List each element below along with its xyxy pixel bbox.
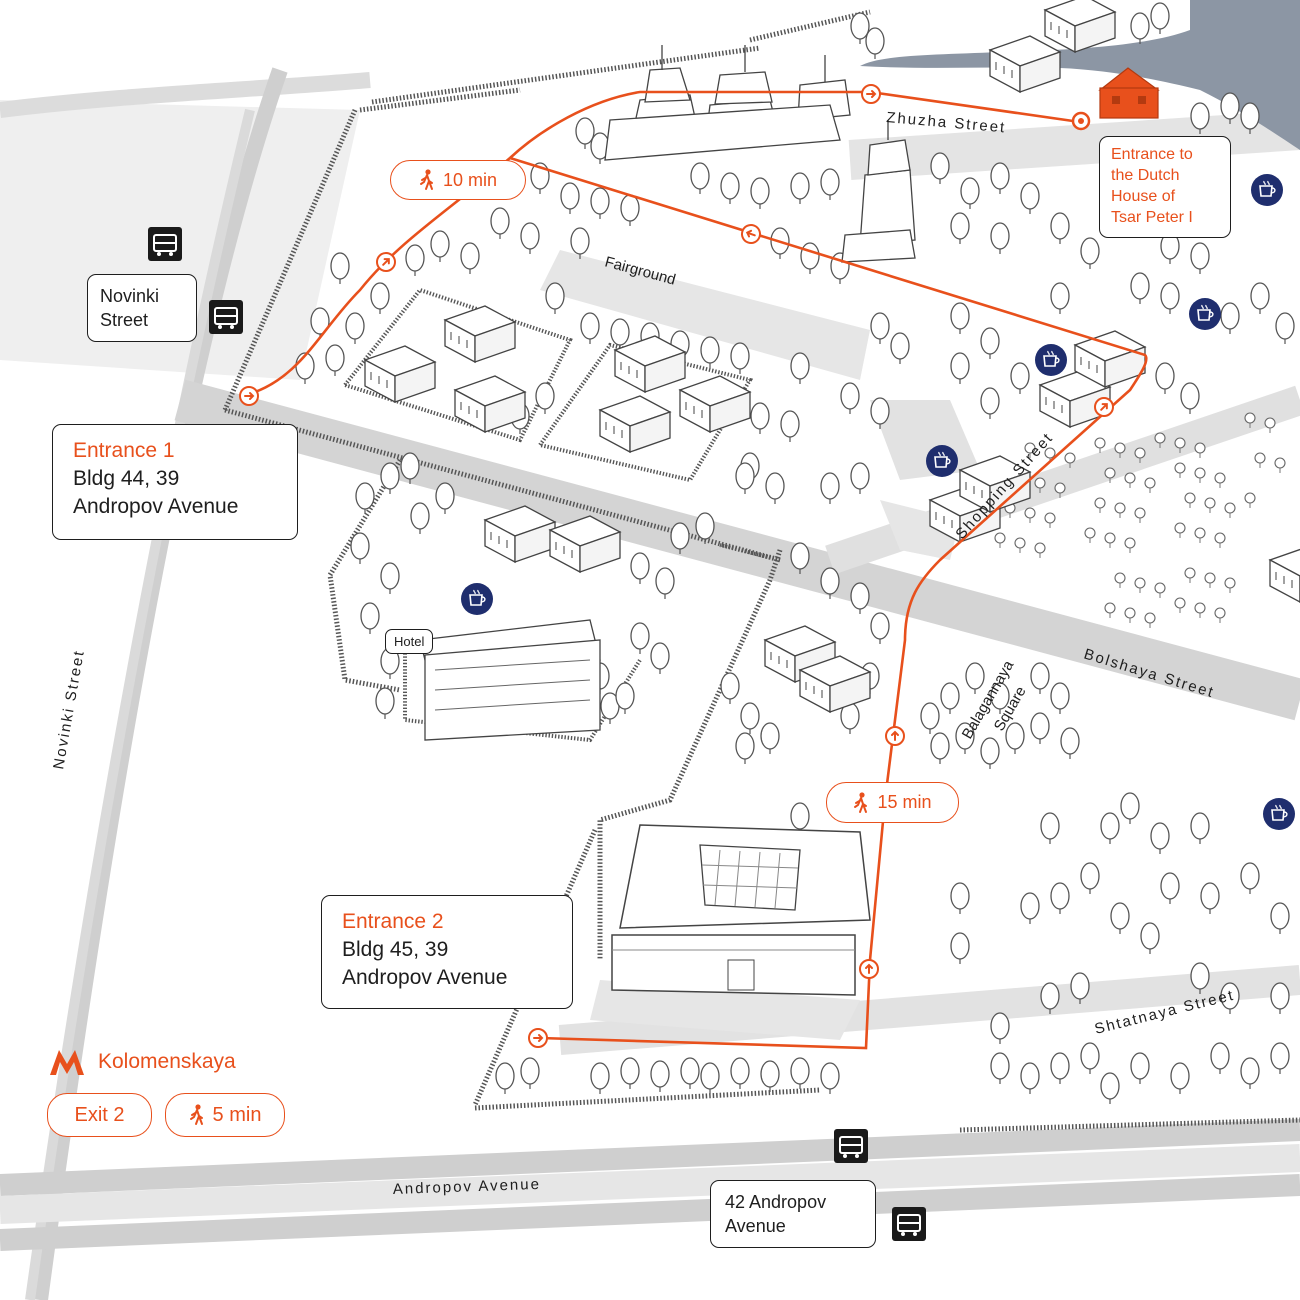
- andropov-stop-line-2: Avenue: [725, 1216, 786, 1236]
- metro-exit-label: Exit 2: [74, 1103, 125, 1126]
- entrance-1-street: Andropov Avenue: [73, 495, 239, 518]
- dutch-house-icon: [1098, 67, 1160, 119]
- walk-time-10-min-label: 10 min: [442, 169, 498, 190]
- cafe-icon[interactable]: [926, 445, 958, 477]
- bus-stop-icon[interactable]: [209, 300, 243, 334]
- route-arrow-icon: [859, 959, 879, 979]
- route-arrow-icon: [239, 386, 259, 406]
- entrance-2-address: Bldg 45, 39: [342, 938, 449, 961]
- dutch-house-line-4: Tsar Peter I: [1111, 209, 1193, 226]
- metro-m-icon: [50, 1050, 84, 1075]
- andropov-stop-line-1: 42 Andropov: [725, 1192, 827, 1212]
- metro-walk-time-label: 5 min: [212, 1103, 262, 1126]
- walking-route: [245, 90, 1148, 1050]
- andropov-bus-stop-callout[interactable]: 42 Andropov Avenue: [710, 1180, 876, 1248]
- route-arrow-icon: [861, 84, 881, 104]
- cafe-icon[interactable]: [1263, 798, 1295, 830]
- route-arrow-icon: [885, 726, 905, 746]
- entrance-2-title: Entrance 2: [342, 910, 444, 933]
- entrance-1-title: Entrance 1: [73, 439, 175, 462]
- metro-station: Kolomenskaya: [48, 1047, 236, 1077]
- novinki-stop-line-2: Street: [100, 310, 149, 330]
- pedestrian-icon: [189, 1104, 203, 1125]
- cafe-icon[interactable]: [1251, 174, 1283, 206]
- walk-time-15-min[interactable]: 15 min: [826, 782, 959, 823]
- hotel-label: Hotel: [385, 629, 434, 654]
- cafe-icon[interactable]: [1035, 344, 1067, 376]
- pedestrian-icon: [419, 169, 433, 190]
- entrance-2-street: Andropov Avenue: [342, 966, 508, 989]
- dutch-house-line-1: Entrance to: [1111, 146, 1193, 163]
- bus-stop-icon[interactable]: [148, 227, 182, 261]
- fences: [222, 9, 1300, 1133]
- entrance-1-address: Bldg 44, 39: [73, 467, 180, 490]
- novinki-bus-stop-callout[interactable]: Novinki Street: [87, 274, 197, 342]
- novinki-stop-line-1: Novinki: [100, 286, 160, 306]
- dutch-house-line-2: the Dutch: [1111, 167, 1180, 184]
- dutch-house-callout[interactable]: Entrance to the Dutch House of Tsar Pete…: [1099, 136, 1231, 238]
- entrance-2-callout[interactable]: Entrance 2 Bldg 45, 39 Andropov Avenue: [321, 895, 573, 1009]
- route-arrow-icon: [528, 1028, 548, 1048]
- street-label-andropov: Andropov Avenue: [393, 1176, 542, 1198]
- metro-station-name: Kolomenskaya: [98, 1050, 236, 1073]
- cafe-icon[interactable]: [461, 583, 493, 615]
- dutch-house-line-3: House of: [1111, 188, 1176, 205]
- bus-stop-icon[interactable]: [834, 1129, 868, 1163]
- cafe-icon[interactable]: [1189, 298, 1221, 330]
- metro-exit[interactable]: Exit 2: [47, 1093, 152, 1137]
- pedestrian-icon: [854, 791, 868, 813]
- bus-stop-icon[interactable]: [892, 1207, 926, 1241]
- river: [860, 0, 1300, 150]
- walk-time-10-min[interactable]: 10 min: [390, 160, 526, 200]
- buildings: [364, 0, 1300, 996]
- walk-time-15-min-label: 15 min: [877, 792, 932, 812]
- metro-walk-time[interactable]: 5 min: [165, 1093, 285, 1137]
- entrance-1-callout[interactable]: Entrance 1 Bldg 44, 39 Andropov Avenue: [52, 424, 298, 540]
